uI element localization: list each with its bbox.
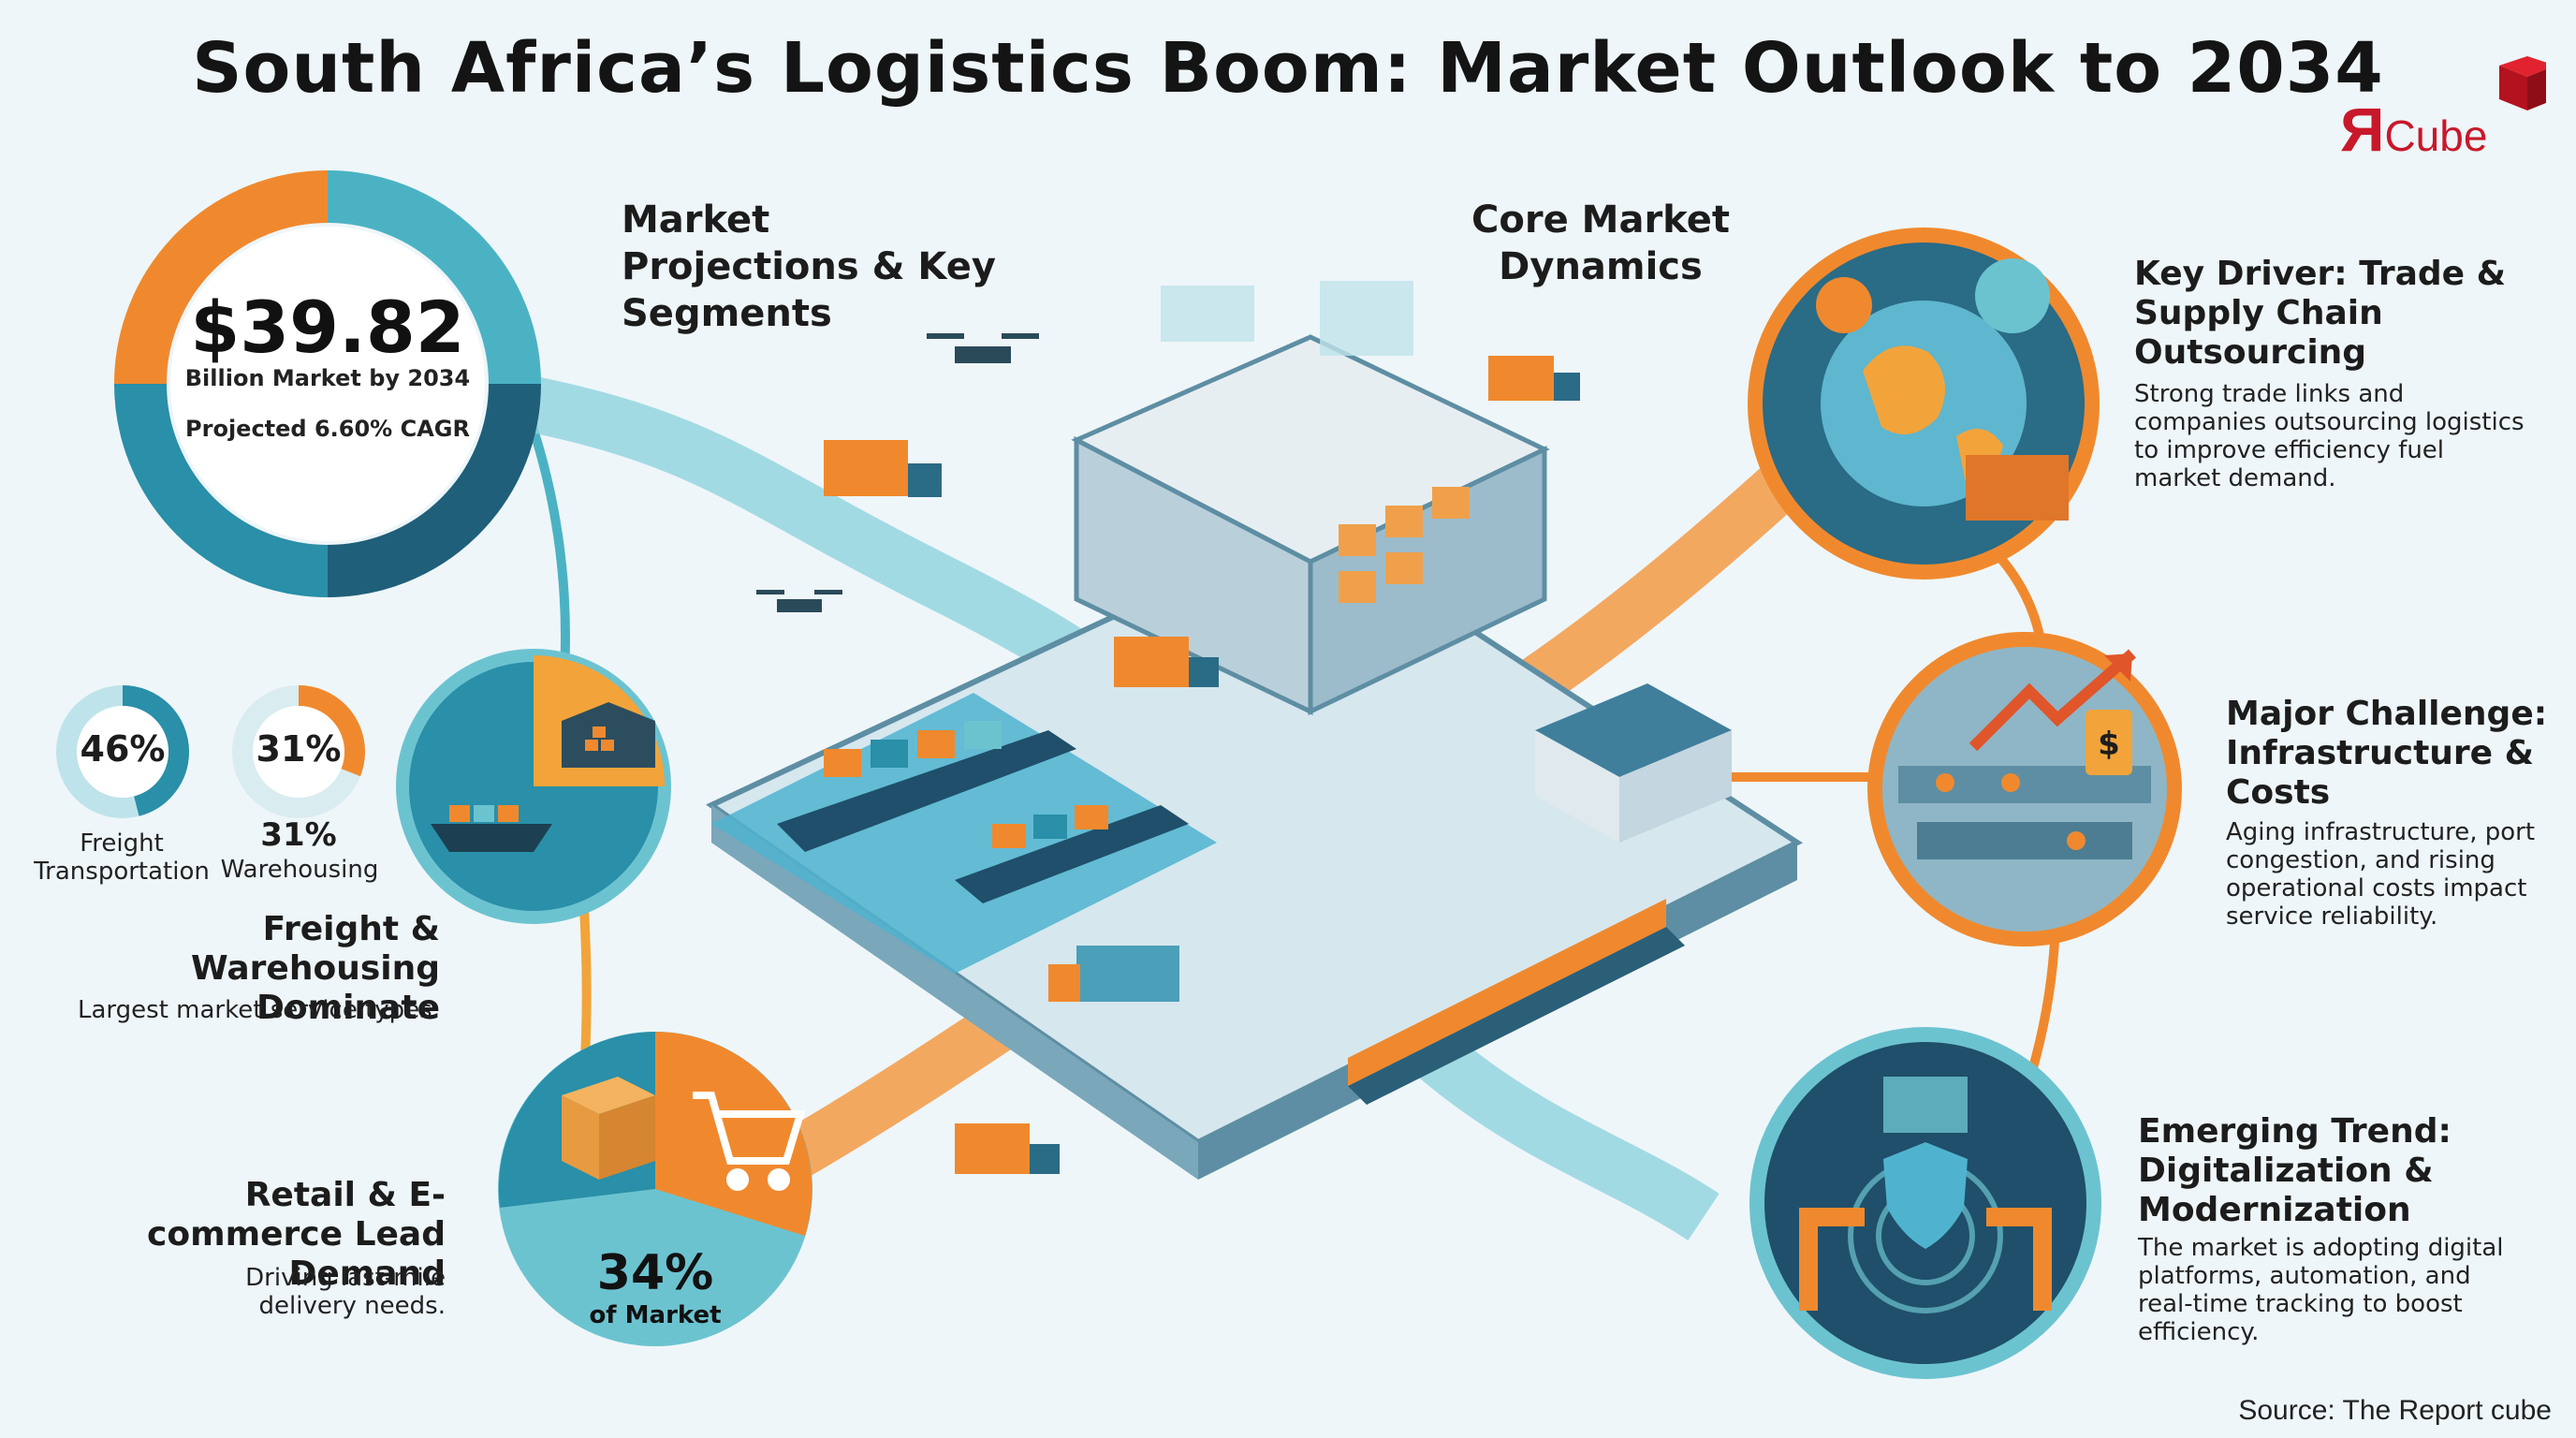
dashboard-panel-icon [1320,281,1413,356]
svg-text:$: $ [2098,726,2120,763]
drone-icon [756,590,842,612]
warehousing-share-pct-label: 31% [260,816,337,854]
cargo-ship-icon [777,721,1076,852]
driver-body: Strong trade links and companies outsour… [2134,380,2525,492]
package-box-icon [562,1077,655,1180]
robot-arm-icon [1986,1208,2052,1311]
logo-mark: Я [2340,95,2385,164]
security-shield-icon [1883,1142,1968,1249]
headline-label: Billion Market by 2034 [184,365,471,391]
retail-title: Retail & E-commerce Lead Demand [147,1176,446,1293]
retail-share: 34% of Market [562,1245,749,1329]
trend-body: The market is adopting digital platforms… [2138,1234,2504,1346]
source-note: Source: The Report cube [2238,1395,2552,1426]
warehousing-share-label: Warehousing [220,856,379,884]
dominate-title: Freight & Warehousing Dominate [190,910,440,1027]
delivery-truck-icon [1048,946,1179,1002]
delivery-truck-icon [955,1123,1060,1174]
brand-logo: ЯCube [2340,56,2546,164]
challenge-body: Aging infrastructure, port congestion, a… [2226,818,2536,931]
warehouse-icon [562,702,655,768]
trade-globe-circle [1748,227,2100,580]
headline-cagr: Projected 6.60% CAGR [185,416,470,442]
container-ship-icon [431,805,552,852]
shopping-cart-icon [693,1092,806,1191]
warehousing-share-ring [232,685,365,818]
retail-pct: 34% [596,1245,714,1301]
retail-circle [498,1032,812,1346]
infrastructure-circle: $ [1867,632,2182,946]
drone-icon [927,333,1039,363]
retail-pct-label: of Market [589,1301,722,1329]
cargo-ship-icon [955,805,1189,903]
headline-stat: $39.82 Billion Market by 2034 Projected … [168,286,487,443]
warehouse-building-icon [1071,334,1550,715]
freight-warehouse-circle [396,649,671,924]
rising-cost-arrow-icon [1969,649,2136,752]
dashboard-panel-icon [1161,286,1254,342]
gear-icon [1816,277,1872,333]
distribution-center-icon [1535,683,1732,843]
analytics-screen-icon [1883,1077,1968,1133]
digitalization-circle [1749,1027,2101,1379]
freight-share-pct: 46% [80,728,166,770]
driver-title: Key Driver: Trade & Supply Chain Outsour… [2134,255,2506,372]
page-title: South Africa’s Logistics Boom: Market Ou… [192,28,2384,109]
retail-body: Driving last-mile delivery needs. [245,1264,446,1320]
price-tag-icon: $ [2086,710,2132,775]
gear-icon [1975,258,2050,333]
delivery-truck-icon [1488,356,1580,401]
shipping-container-icon [1966,455,2069,521]
freight-share-ring [56,685,189,818]
logo-text: Cube [2384,111,2488,160]
section-title-dynamics: Core Market Dynamics [1471,198,1730,288]
warehousing-share-pct: 31% [256,728,342,770]
freight-share-label: Freight Transportation [34,829,210,886]
delivery-truck-icon [1114,637,1219,687]
robot-arm-icon [1799,1208,1865,1311]
headline-ring [114,170,541,597]
delivery-truck-icon [824,440,942,497]
freight-train-icon [1348,899,1685,1105]
section-title-projections: Market Projections & Key Segments [622,198,996,335]
dominate-body: Largest market service types. [78,996,440,1024]
challenge-title: Major Challenge: Infrastructure & Costs [2226,695,2548,812]
headline-value: $39.82 [190,286,465,369]
trend-title: Emerging Trend: Digitalization & Moderni… [2138,1112,2452,1229]
cube-icon [2499,56,2546,110]
